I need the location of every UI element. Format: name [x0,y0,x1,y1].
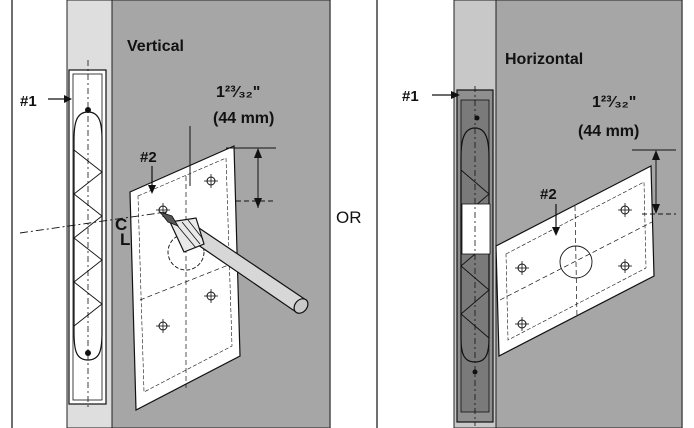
horizontal-panel: Horizontal #1 #2 1²³⁄₃₂" (44 mm) [376,0,683,428]
horizontal-heading: Horizontal [505,51,583,68]
crosshair-icon [515,261,529,275]
screw-mark-icon [474,115,480,121]
part-1-label: #1 [402,88,419,105]
crosshair-icon [204,174,218,188]
or-separator: OR [336,208,362,227]
crosshair-icon [204,289,218,303]
crosshair-icon [618,203,632,217]
dimension-imperial: 1²³⁄₃₂" [216,84,260,101]
part-2-label: #2 [540,186,557,203]
vertical-panel: Vertical #1 #2 1²³⁄₃₂" (44 mm) C L [11,0,331,428]
vertical-heading: Vertical [127,38,184,55]
part-2-label: #2 [140,149,157,166]
edge-template [68,60,107,410]
crosshair-icon [618,259,632,273]
centerline-l: L [120,230,130,249]
dimension-imperial: 1²³⁄₃₂" [592,94,636,111]
part-1-label: #1 [20,93,37,110]
drill-bit-icon [158,211,309,314]
edge-template [456,86,494,426]
crosshair-icon [156,319,170,333]
face-template [495,165,655,357]
screw-mark-icon [85,107,91,113]
dimension-metric: (44 mm) [578,123,639,140]
dimension-metric: (44 mm) [213,110,274,127]
centerline-c: C [115,215,127,234]
screw-mark-icon [85,350,91,356]
crosshair-icon [515,317,529,331]
